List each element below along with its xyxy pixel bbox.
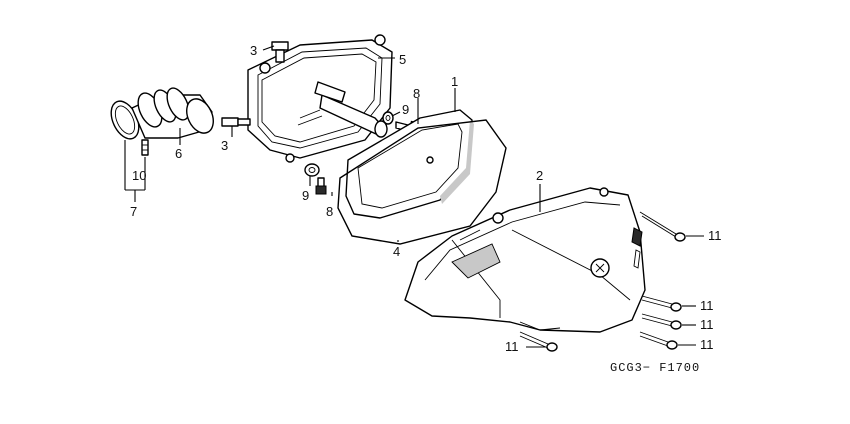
callout-11-b: 11: [700, 298, 714, 313]
diagram-code: GCG3− F1700: [610, 361, 700, 375]
callout-11-c: 11: [700, 317, 714, 332]
callout-4: 4: [393, 244, 400, 259]
callout-6: 6: [175, 146, 182, 161]
callout-9-upper: 9: [402, 102, 409, 117]
callout-10: 10: [132, 168, 146, 183]
callout-1: 1: [451, 74, 458, 89]
callout-11-d: 11: [700, 337, 714, 352]
leader-lines: [124, 45, 704, 348]
callout-8-lower: 8: [326, 204, 333, 219]
callout-11-e: 11: [505, 339, 519, 354]
callout-3-upper: 3: [250, 43, 257, 58]
callout-11-a: 11: [708, 228, 722, 243]
callouts: 3 3 5 1 8 9 6 10 7 9 8 4 2 11 11 11 11 1…: [130, 43, 722, 354]
callout-8-upper: 8: [413, 86, 420, 101]
cover-screws: [519, 211, 686, 352]
callout-2: 2: [536, 168, 543, 183]
packing-gasket: [337, 119, 507, 245]
callout-3-lower: 3: [221, 138, 228, 153]
callout-5: 5: [399, 52, 406, 67]
callout-9-lower: 9: [302, 188, 309, 203]
callout-7: 7: [130, 204, 137, 219]
lower-bolt-washer: [304, 163, 327, 195]
air-cleaner-cover: [404, 187, 646, 333]
air-cleaner-case: [221, 34, 393, 163]
air-cleaner-element: [345, 109, 474, 219]
intake-tube-assembly: [110, 87, 214, 156]
